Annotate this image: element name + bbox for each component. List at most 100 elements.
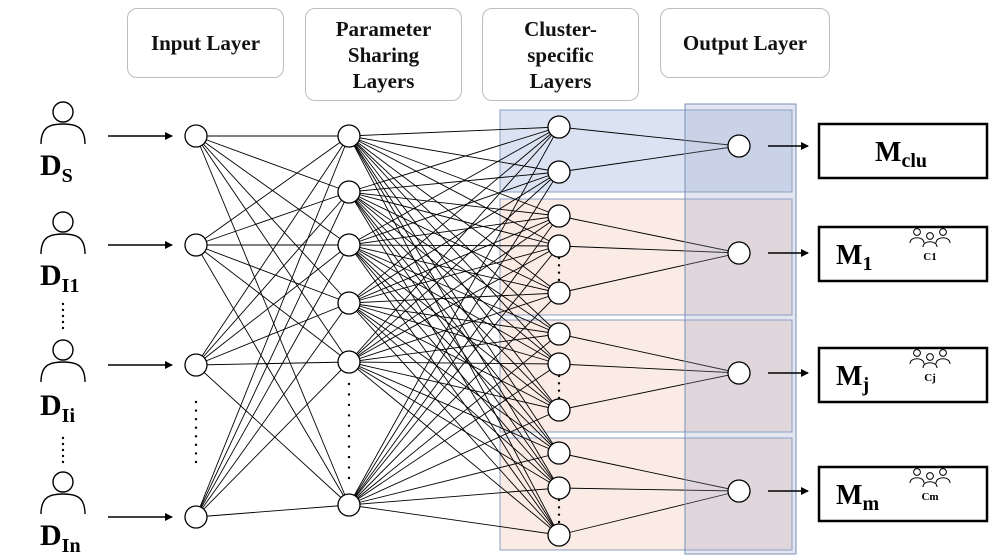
- group-label: Cm: [921, 491, 938, 503]
- connection-line: [195, 361, 350, 518]
- connection-line: [348, 215, 560, 363]
- connection-line: [195, 244, 350, 518]
- connection-line: [348, 361, 560, 489]
- connection-line: [348, 302, 560, 411]
- connection-line: [348, 171, 560, 304]
- ellipsis-dot: [194, 460, 198, 464]
- model-label-m: Mm: [836, 480, 879, 515]
- connection-line: [195, 302, 350, 518]
- cluster-node: [547, 476, 571, 500]
- input-arrows: [108, 132, 173, 521]
- connection-line: [195, 244, 350, 304]
- connection-line: [348, 171, 560, 363]
- ellipsis-dot: [194, 417, 198, 421]
- connection-line: [348, 135, 560, 365]
- connection-line: [348, 361, 560, 365]
- connection-line: [195, 361, 350, 366]
- ellipsis-dot: [61, 448, 65, 452]
- connection-line: [195, 135, 350, 363]
- connection-line: [348, 245, 560, 506]
- connection-line: [348, 292, 560, 506]
- ellipsis-dot: [557, 389, 561, 392]
- input-label-ds: DS: [40, 149, 73, 187]
- ellipsis-dot: [61, 302, 65, 306]
- connection-line: [348, 333, 560, 506]
- input-node: [184, 233, 208, 257]
- ellipsis-dot: [61, 436, 65, 440]
- connection-line: [195, 244, 350, 363]
- connection-line: [558, 245, 740, 254]
- sharing-node: [337, 493, 361, 517]
- connection-line: [348, 191, 560, 489]
- ellipsis-dots: [61, 256, 561, 524]
- connection-line: [195, 302, 350, 366]
- ellipsis-dot: [557, 264, 561, 267]
- input-label-din: DIn: [40, 519, 81, 557]
- group-icon: Cj: [909, 349, 951, 384]
- sharing-node: [337, 291, 361, 315]
- ellipsis-dot: [61, 326, 65, 330]
- ellipsis-dot: [347, 403, 351, 407]
- connection-line: [348, 135, 560, 411]
- connection-line: [348, 126, 560, 363]
- ellipsis-dot: [557, 256, 561, 260]
- connection-line: [348, 302, 560, 365]
- ellipsis-dot: [557, 513, 561, 516]
- connection-line: [195, 191, 350, 366]
- ellipsis-dot: [347, 414, 351, 417]
- connection-line: [348, 302, 560, 489]
- group-icon: Cm: [909, 468, 951, 503]
- cluster-node: [547, 115, 571, 139]
- connection-line: [348, 292, 560, 304]
- ellipsis-dot: [194, 400, 198, 404]
- connection-line: [348, 292, 560, 363]
- ellipsis-dot: [347, 382, 351, 386]
- connection-line: [348, 215, 560, 304]
- connection-line: [348, 191, 560, 247]
- person-icon: [40, 211, 86, 255]
- cluster-node: [547, 204, 571, 228]
- connection-line: [558, 363, 740, 374]
- model-label-clu: Mclu: [875, 137, 927, 172]
- connection-line: [348, 244, 560, 294]
- ellipsis-dot: [557, 374, 561, 378]
- group-label: Cj: [924, 372, 936, 384]
- connection-line: [348, 171, 560, 246]
- connection-line: [348, 409, 560, 506]
- connection-line: [348, 126, 560, 304]
- ellipsis-dot: [347, 435, 351, 438]
- ellipsis-dot: [194, 435, 198, 438]
- connection-line: [348, 504, 560, 536]
- ellipsis-dot: [347, 476, 351, 480]
- model-box-clu: Mclu: [817, 122, 989, 180]
- connection-line: [558, 145, 740, 173]
- sharing-node: [337, 350, 361, 374]
- connection-line: [348, 191, 560, 217]
- ellipsis-dot: [347, 424, 351, 427]
- connection-line: [348, 191, 560, 411]
- network-nodes: [184, 115, 751, 547]
- connection-line: [195, 504, 350, 518]
- connection-line: [348, 361, 560, 454]
- cluster-node: [547, 322, 571, 346]
- ellipsis-dot: [347, 466, 351, 469]
- connection-line: [348, 191, 560, 536]
- ellipsis-dot: [61, 320, 65, 324]
- output-node: [727, 241, 751, 265]
- connection-line: [348, 215, 560, 506]
- cluster-node: [547, 160, 571, 184]
- cluster-node: [547, 281, 571, 305]
- cluster-node: [547, 523, 571, 547]
- model-label-1: M1: [836, 240, 872, 275]
- connection-line: [348, 215, 560, 246]
- header-output-layer-label: Output Layer: [682, 31, 808, 55]
- connection-line: [348, 333, 560, 363]
- ellipsis-dot: [557, 278, 561, 282]
- connection-line: [348, 135, 560, 536]
- connection-line: [348, 363, 560, 506]
- model-box-j: Mj: [817, 346, 989, 404]
- ellipsis-dot: [557, 396, 561, 400]
- connection-line: [348, 135, 560, 489]
- output-node: [727, 134, 751, 158]
- connection-line: [195, 191, 350, 246]
